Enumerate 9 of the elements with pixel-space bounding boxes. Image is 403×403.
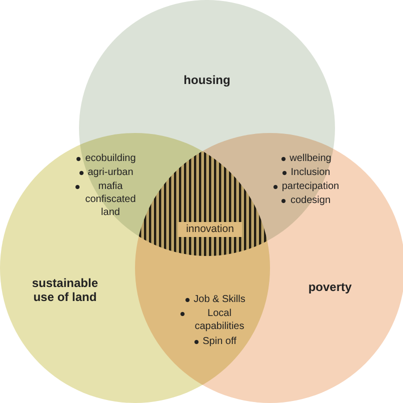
bullet-item: Spin off xyxy=(194,335,236,348)
circle-title: poverty xyxy=(307,280,353,294)
bullet-item: codesign xyxy=(281,194,331,207)
bullet-item: partecipation xyxy=(272,180,340,193)
bullet-item: wellbeing xyxy=(280,152,332,165)
bullet-item: ecobuilding xyxy=(76,152,136,165)
circle-title: sustainable use of land xyxy=(30,276,100,304)
bullet-item: agri-urban xyxy=(78,166,134,179)
circle-title: housing xyxy=(182,73,232,87)
